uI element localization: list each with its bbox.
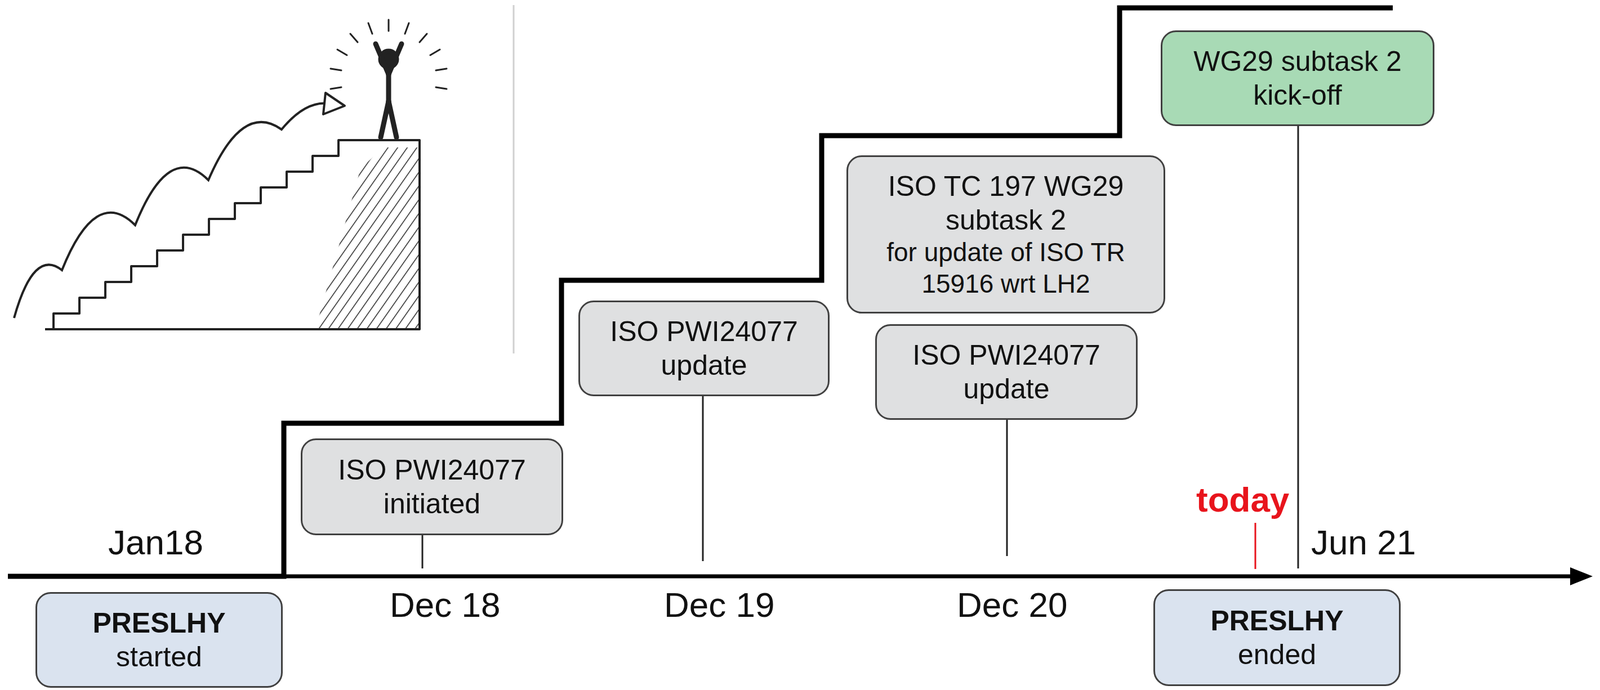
date-label: Jan18 [108, 522, 204, 564]
milestone-box: PRESLHYended [1153, 589, 1401, 687]
hop-arcs [14, 103, 333, 319]
glow-rays [330, 19, 447, 89]
date-label: Dec 19 [663, 584, 775, 627]
hop-arrowhead [323, 92, 345, 115]
box-title: ISO PWI24077 update [893, 338, 1120, 407]
divider-line [513, 5, 515, 354]
date-label: Dec 18 [389, 584, 501, 627]
milestone-box: ISO PWI24077 update [875, 324, 1138, 421]
leader-line [1006, 420, 1009, 557]
box-title: WG29 subtask 2 kick-off [1179, 44, 1416, 113]
stairs-outline [45, 140, 420, 330]
cheering-person [375, 43, 402, 138]
box-title: ISO PWI24077 initiated [319, 453, 545, 521]
milestone-box: WG29 subtask 2 kick-off [1160, 30, 1435, 127]
milestone-box: ISO PWI24077 update [578, 300, 830, 397]
milestone-box: ISO PWI24077 initiated [300, 438, 564, 536]
leader-line [421, 535, 424, 569]
milestone-box: ISO TC 197 WG29 subtask 2for update of I… [846, 155, 1166, 314]
block-hatching [315, 147, 420, 330]
leader-line [1297, 126, 1300, 569]
box-title: PRESLHY [92, 606, 226, 641]
box-title: PRESLHY [1210, 604, 1344, 639]
box-text: for update of ISO TR 15916 wrt LH2 [865, 237, 1147, 300]
stairs-illustration [14, 5, 514, 354]
date-label: Jun 21 [1311, 522, 1416, 564]
time-axis [7, 575, 1577, 579]
box-text: ended [1237, 638, 1317, 672]
box-text: started [116, 640, 203, 675]
today-label: today [1196, 479, 1290, 521]
box-title: ISO PWI24077 update [596, 314, 811, 383]
box-title: ISO TC 197 WG29 subtask 2 [870, 169, 1142, 238]
date-label: Dec 20 [956, 584, 1068, 627]
axis-arrowhead [1570, 567, 1593, 586]
today-marker-line [1254, 523, 1257, 570]
milestone-box: PRESLHYstarted [35, 592, 283, 689]
leader-line [702, 396, 704, 562]
